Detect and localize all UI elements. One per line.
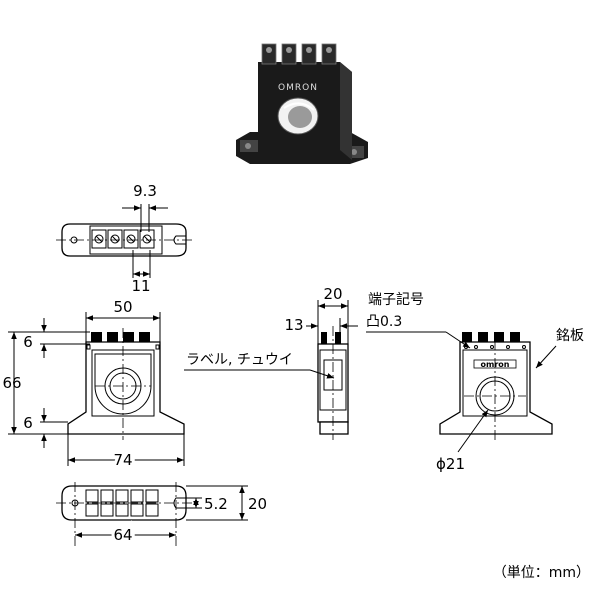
label-nameplate: 銘板 xyxy=(556,328,584,344)
dim-side-protrusion: 13 xyxy=(284,316,303,334)
right-view: omron 端子記号 凸0.3 銘板 ϕ21 xyxy=(366,291,584,473)
dim-top-offset: 6 xyxy=(23,333,33,351)
label-terminal-depth: 凸0.3 xyxy=(366,314,402,330)
dim-hole-diameter: ϕ21 xyxy=(436,455,465,473)
dim-depth: 20 xyxy=(248,495,267,513)
label-terminal-marking: 端子記号 xyxy=(368,291,424,308)
dim-front-width: 50 xyxy=(113,298,132,316)
top-view: 9.3 11 xyxy=(56,182,194,295)
label-caution: ラベル, チュウイ xyxy=(186,352,293,368)
dim-slot-width: 5.2 xyxy=(204,495,228,513)
bottom-view: 64 5.2 20 xyxy=(56,482,267,547)
dim-mount-pitch: 64 xyxy=(113,526,132,544)
photo-brand: OMRON xyxy=(278,83,318,93)
product-photo: OMRON xyxy=(236,43,368,164)
dim-front-height: 66 xyxy=(2,374,21,392)
side-view: 20 13 ラベル, チュウイ xyxy=(184,285,358,440)
units-note: （単位：mm） xyxy=(493,565,590,581)
dim-bottom-offset: 6 xyxy=(23,414,33,432)
dim-base-width: 74 xyxy=(113,451,132,469)
front-view: 50 66 6 6 74 xyxy=(2,298,185,472)
dim-side-width: 20 xyxy=(323,285,342,303)
dim-terminal-span: 11 xyxy=(131,277,150,295)
dim-terminal-pitch: 9.3 xyxy=(133,182,157,200)
